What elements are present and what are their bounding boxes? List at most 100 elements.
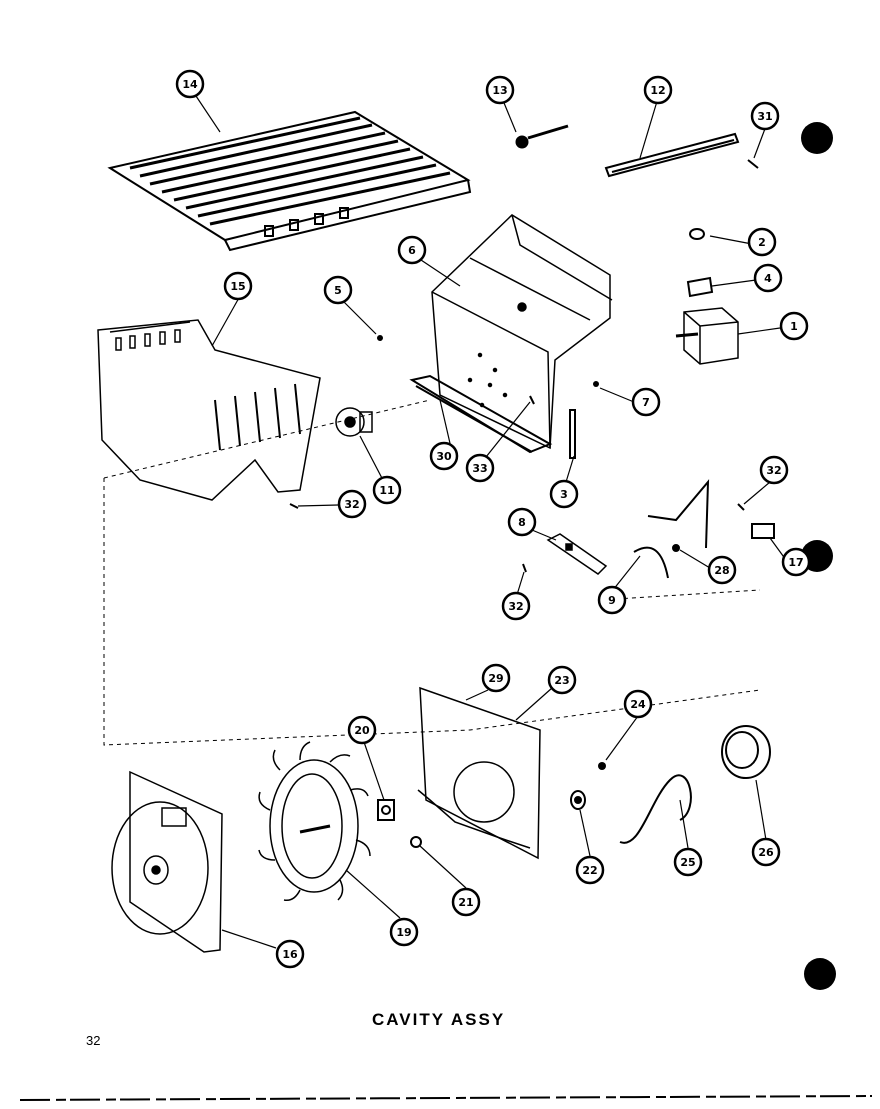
part-screw-31: [747, 159, 759, 169]
part-screw-32b: [737, 503, 745, 511]
part-heater-coil: [619, 774, 692, 844]
part-motor: [675, 307, 739, 365]
callout-11: 11: [372, 475, 402, 505]
part-nut-24: [598, 762, 606, 770]
part-clip-4: [686, 276, 714, 298]
assembly-dashed-outline: [103, 399, 761, 746]
callout-5-label: 5: [334, 284, 342, 297]
callout-32-b: 32: [759, 455, 789, 485]
callout-33-label: 33: [472, 462, 487, 475]
part-washer-21: [410, 836, 422, 848]
callout-13: 13: [485, 75, 515, 105]
callout-3: 3: [549, 479, 579, 509]
callout-16-label: 16: [282, 948, 298, 961]
callout-29: 29: [481, 663, 511, 693]
part-bearing-22: [570, 790, 586, 810]
callout-29-label: 29: [488, 672, 503, 685]
callout-30: 30: [429, 441, 459, 471]
callout-31-label: 31: [757, 110, 772, 123]
callout-8: 8: [507, 507, 537, 537]
part-fan-motor-11: [335, 407, 373, 437]
callout-33: 33: [465, 453, 495, 483]
part-switch-17: [751, 523, 775, 539]
part-spring-9: [633, 546, 669, 579]
callout-25: 25: [673, 847, 703, 877]
part-ring-2: [689, 228, 705, 240]
callout-7: 7: [631, 387, 661, 417]
part-screw-32a: [289, 503, 299, 509]
callout-28: 28: [707, 555, 737, 585]
callout-22-label: 22: [582, 864, 597, 877]
part-duct: [97, 319, 321, 501]
callout-19: 19: [389, 917, 419, 947]
part-wire-28: [647, 479, 710, 552]
part-pin-33: [529, 395, 535, 405]
callout-6: 6: [397, 235, 427, 265]
callout-1-label: 1: [790, 320, 798, 333]
callout-8-label: 8: [518, 516, 526, 529]
callout-11-label: 11: [379, 484, 394, 497]
callout-23-label: 23: [554, 674, 569, 687]
part-rail: [604, 132, 740, 178]
callout-6-label: 6: [408, 244, 416, 257]
callout-16: 16: [275, 939, 305, 969]
part-fan-housing: [111, 770, 223, 953]
part-nut-5: [377, 335, 383, 341]
part-grille-panel: [107, 110, 472, 252]
callout-9: 9: [597, 585, 627, 615]
callout-4: 4: [753, 263, 783, 293]
part-lamp-cover: [721, 725, 771, 779]
callout-9-label: 9: [608, 594, 616, 607]
callout-4-label: 4: [764, 272, 772, 285]
callout-22: 22: [575, 855, 605, 885]
callout-3-label: 3: [560, 488, 568, 501]
callout-2: 2: [747, 227, 777, 257]
callout-20-label: 20: [354, 724, 370, 737]
part-washer-7: [593, 381, 599, 387]
callout-24-label: 24: [630, 698, 646, 711]
callout-2-label: 2: [758, 236, 766, 249]
callout-23: 23: [547, 665, 577, 695]
callout-32-c-label: 32: [508, 600, 523, 613]
callout-32-a: 32: [337, 489, 367, 519]
callout-5: 5: [323, 275, 353, 305]
part-plug: [515, 124, 569, 149]
callout-14: 14: [175, 69, 205, 99]
callout-15-label: 15: [230, 280, 245, 293]
callout-20: 20: [347, 715, 377, 745]
callout-30-label: 30: [436, 450, 452, 463]
callout-15: 15: [223, 271, 253, 301]
part-bracket-8: [546, 533, 608, 575]
callout-12: 12: [643, 75, 673, 105]
callout-14-label: 14: [182, 78, 198, 91]
callout-24: 24: [623, 689, 653, 719]
callouts: 14 13 12 31 6 2 4 15 5 1 7 30 33 11 3 32…: [175, 69, 811, 969]
callout-7-label: 7: [642, 396, 650, 409]
part-fan-wheel: [258, 741, 371, 902]
callout-32-c: 32: [501, 591, 531, 621]
diagram-title: CAVITY ASSY: [372, 1010, 506, 1029]
binder-hole-top: [801, 122, 833, 154]
binder-hole-bottom: [804, 958, 836, 990]
leader-lines: [195, 95, 787, 949]
callout-31: 31: [750, 101, 780, 131]
part-bottom-bracket: [409, 374, 553, 454]
callout-1: 1: [779, 311, 809, 341]
callout-25-label: 25: [680, 856, 695, 869]
part-housing: [431, 214, 613, 450]
callout-21: 21: [451, 887, 481, 917]
callout-17-label: 17: [788, 556, 803, 569]
page-number: 32: [86, 1033, 101, 1048]
callout-19-label: 19: [396, 926, 411, 939]
callout-28-label: 28: [714, 564, 729, 577]
callout-26: 26: [751, 837, 781, 867]
callout-12-label: 12: [650, 84, 665, 97]
callout-26-label: 26: [758, 846, 774, 859]
callout-32-b-label: 32: [766, 464, 781, 477]
callout-17: 17: [781, 547, 811, 577]
scan-border: [19, 1095, 873, 1101]
part-fan-panel: [417, 686, 541, 860]
callout-13-label: 13: [492, 84, 507, 97]
part-rod-3: [569, 409, 576, 459]
